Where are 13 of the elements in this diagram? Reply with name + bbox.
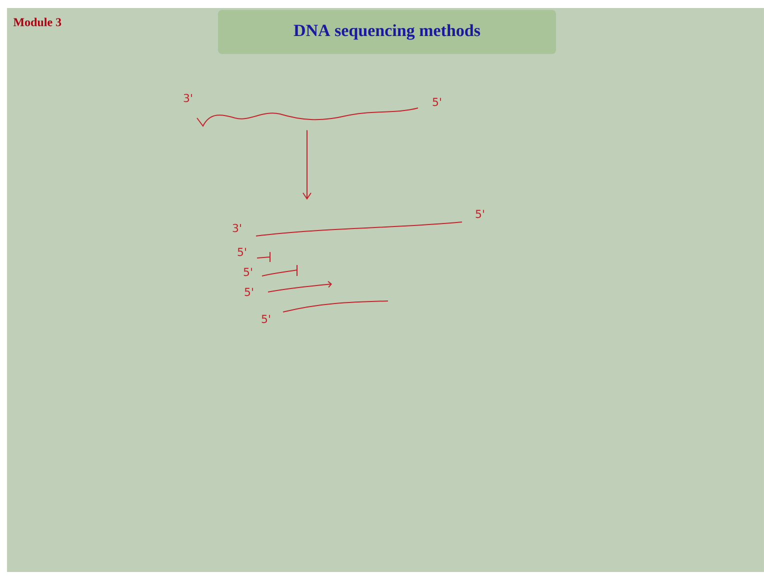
module-label: Module 3 xyxy=(13,18,62,26)
prime-label: 5' xyxy=(262,314,270,324)
prime-label: 3' xyxy=(232,224,241,232)
prime-label: 5' xyxy=(238,248,246,256)
prime-label: 5' xyxy=(244,268,252,276)
wavy-strand-drawing xyxy=(196,108,418,126)
dna-strands-drawing xyxy=(256,222,462,312)
prime-label: 5' xyxy=(244,288,253,296)
prime-label: 5' xyxy=(432,98,441,106)
prime-label: 3' xyxy=(184,94,192,102)
arrow xyxy=(302,130,312,200)
prime-label: 5' xyxy=(476,210,484,218)
title-banner: DNA sequencing methods xyxy=(218,10,556,54)
